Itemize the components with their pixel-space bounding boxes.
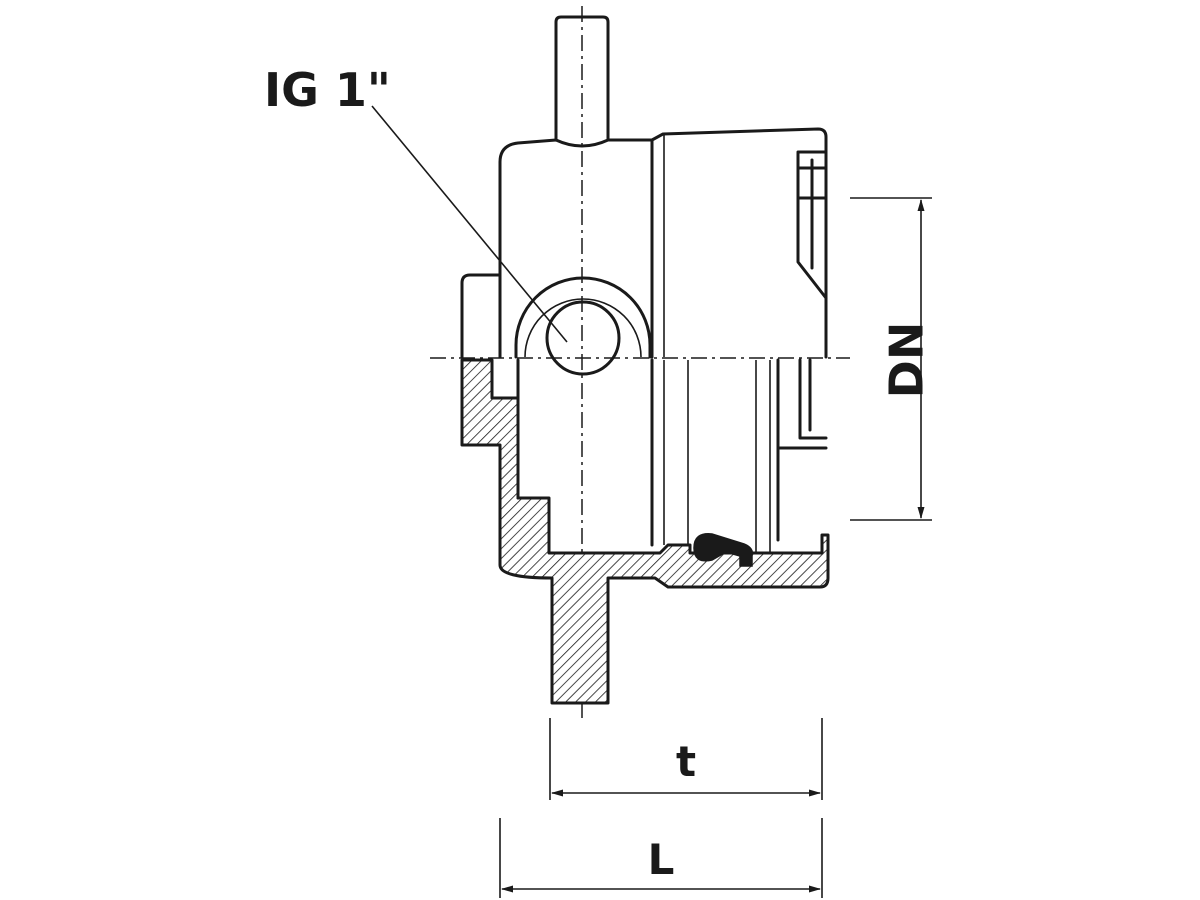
labels: IG 1" DN t L (264, 63, 934, 884)
fitting-section-view (460, 358, 830, 705)
insertion-depth-label: t (676, 737, 696, 786)
nozzle-middle-arc (524, 298, 642, 358)
thread-leader-line (371, 105, 568, 343)
section-wall-hatched (460, 358, 830, 705)
nozzle-outer-arc (514, 276, 652, 359)
threaded-port-circle (545, 300, 621, 376)
length-label: L (648, 835, 675, 884)
side-boss (460, 273, 502, 359)
bore-step (776, 358, 828, 542)
upper-body-outline (498, 127, 828, 359)
thread-label: IG 1" (264, 63, 391, 117)
clamp-feature (796, 150, 828, 300)
seal-ring (693, 533, 754, 567)
fitting-external-view (460, 15, 828, 376)
dimensions (371, 105, 932, 898)
nominal-diameter-label: DN (880, 322, 934, 399)
